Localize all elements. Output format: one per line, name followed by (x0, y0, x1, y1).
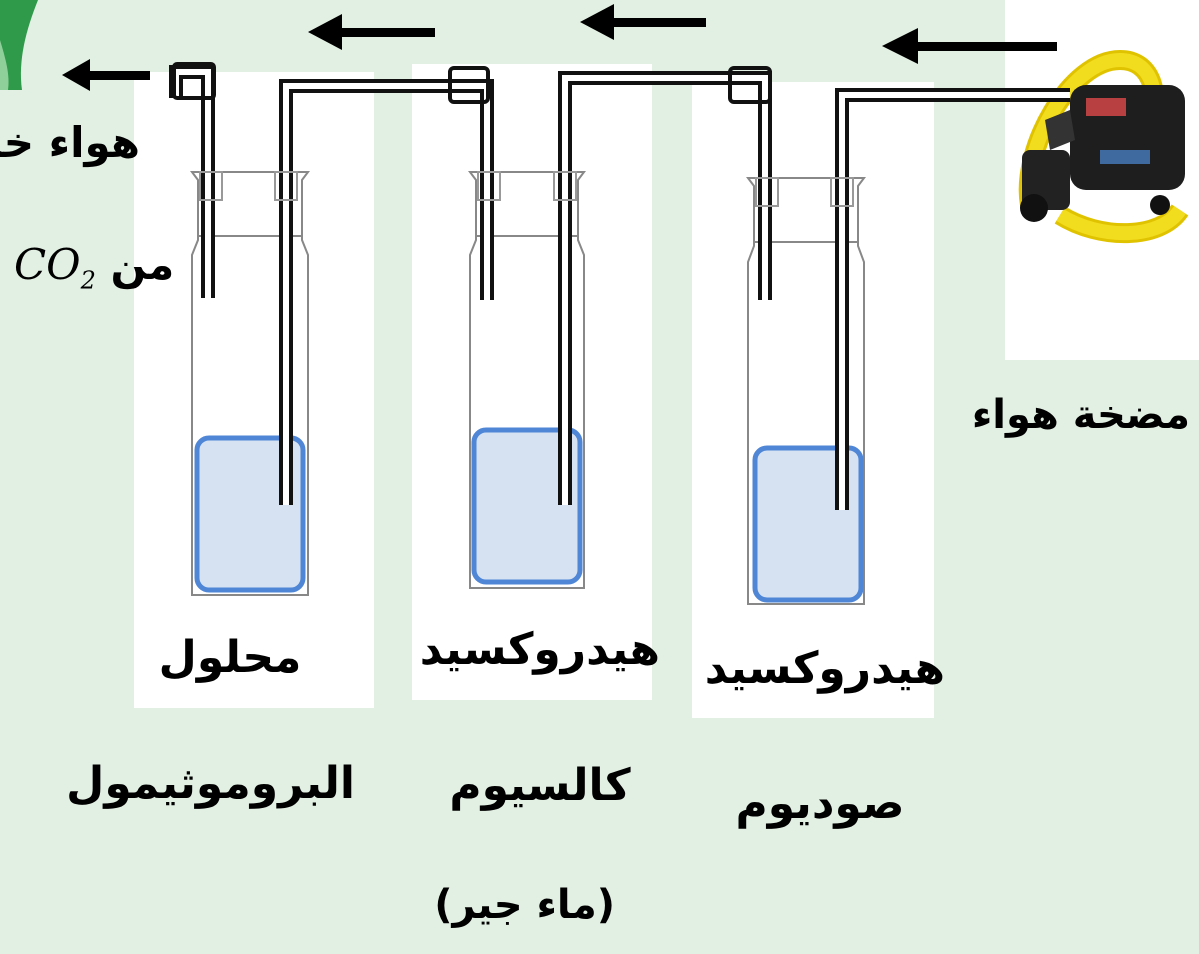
panel-bromothymol (134, 72, 374, 708)
liquid-sodium-hydroxide (752, 445, 864, 603)
tube-sodium-to-calcium (558, 71, 772, 505)
label-lime-water: (ماء جير) (434, 882, 615, 928)
co2-word: من (110, 240, 175, 289)
stoppers (199, 171, 854, 207)
tube-pump-to-sodium (835, 88, 1070, 510)
connectors (172, 62, 772, 104)
panel-sodium-hydroxide (692, 82, 934, 718)
label-bromothymol-line1: محلول (158, 632, 302, 683)
flow-arrow-left-icon (580, 4, 706, 40)
label-air-out: هواء خال (0, 118, 140, 167)
flow-arrow-left-icon (882, 28, 1057, 64)
label-sodium-hydroxide-line2: صوديوم (735, 778, 905, 829)
label-sodium-hydroxide-line1: هيدروكسيد (704, 643, 945, 694)
label-bromothymol-line2: البروموثيمول (66, 758, 355, 809)
label-air-pump: مضخة هواء (971, 392, 1190, 438)
panel-calcium-hydroxide (412, 64, 652, 700)
liquid-bromothymol (194, 435, 306, 593)
co2-formula: CO2 (14, 240, 96, 295)
corner-decoration (0, 0, 38, 90)
tube-calcium-to-bromothymol (279, 79, 494, 505)
flow-arrow-left-icon (308, 14, 435, 50)
label-co2-free: CO2 من (14, 240, 174, 295)
liquid-calcium-hydroxide (471, 427, 583, 585)
label-calcium-hydroxide-line2: كالسيوم (449, 760, 631, 811)
label-calcium-hydroxide-line1: هيدروكسيد (419, 624, 660, 675)
air-pump-icon (1018, 49, 1189, 244)
flow-arrow-left-icon (62, 59, 150, 91)
